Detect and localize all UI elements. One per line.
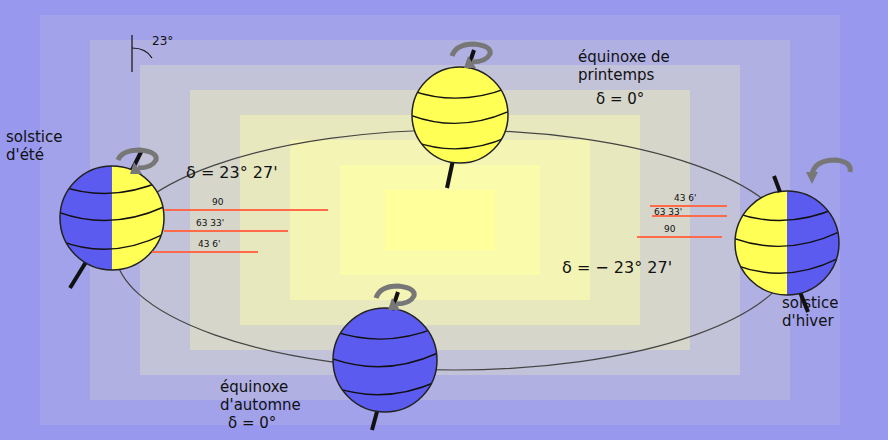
- declination-label: δ = 0°: [596, 90, 644, 108]
- season-name: solstice d'été: [6, 128, 72, 164]
- season-name: équinoxe d'automne: [220, 378, 330, 414]
- angle-value: 90: [664, 224, 675, 235]
- angle-value: 63 33': [654, 207, 682, 218]
- declination-label: δ = 23° 27': [186, 163, 278, 182]
- angle-value: 43 6': [198, 239, 221, 250]
- angle-value: 90: [212, 197, 223, 208]
- angle-value: 43 6': [674, 193, 697, 204]
- declination-label: δ = − 23° 27': [562, 258, 672, 277]
- season-name: équinoxe de printemps: [578, 48, 690, 84]
- declination-label: δ = 0°: [228, 414, 276, 432]
- angle-label: 23°: [152, 34, 173, 48]
- season-name: solstice d'hiver: [782, 294, 866, 330]
- angle-value: 63 33': [196, 218, 224, 229]
